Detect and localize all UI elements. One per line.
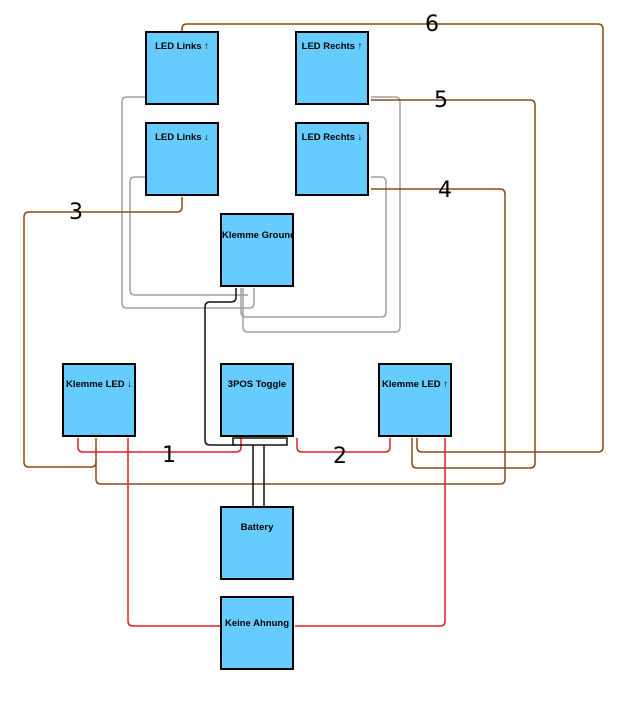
node-label: LED Rechts ↓ xyxy=(301,132,363,143)
wire-brown-4 xyxy=(95,188,506,485)
node-led-links-down[interactable]: LED Links ↓ xyxy=(145,122,219,196)
node-led-links-up[interactable]: LED Links ↑ xyxy=(145,31,219,105)
wire-label-2: 2 xyxy=(333,444,347,469)
node-label: Keine Ahnung xyxy=(224,618,290,629)
node-label: 3POS Toggle xyxy=(227,379,287,390)
node-label: Klemme LED ↓ xyxy=(66,379,132,390)
wire-label-4: 4 xyxy=(438,178,452,203)
wire-label-5: 5 xyxy=(434,88,448,113)
wire-red-2 xyxy=(296,438,391,453)
black-wires xyxy=(204,288,288,506)
node-battery[interactable]: Battery xyxy=(220,506,294,580)
wire-red-1 xyxy=(77,438,242,453)
node-klemme-ground[interactable]: Klemme Ground xyxy=(220,213,294,287)
wire-gray-led-links-up xyxy=(121,96,255,309)
node-led-rechts-up[interactable]: LED Rechts ↑ xyxy=(295,31,369,105)
node-label: Klemme LED ↑ xyxy=(382,379,448,390)
wire-gray-led-rechts-up xyxy=(242,96,401,333)
wire-gray-led-rechts-down xyxy=(240,176,387,318)
node-led-rechts-down[interactable]: LED Rechts ↓ xyxy=(295,122,369,196)
wire-red-keine-right xyxy=(295,438,446,627)
node-label: Klemme Ground xyxy=(222,230,294,241)
wire-label-1: 1 xyxy=(162,443,176,468)
node-label: LED Rechts ↑ xyxy=(301,41,363,52)
brown-wires xyxy=(23,23,604,485)
node-klemme-led-down[interactable]: Klemme LED ↓ xyxy=(62,363,136,437)
wire-brown-5 xyxy=(371,99,536,469)
node-keine-ahnung[interactable]: Keine Ahnung xyxy=(220,596,294,670)
node-klemme-led-up[interactable]: Klemme LED ↑ xyxy=(378,363,452,437)
node-3pos-toggle[interactable]: 3POS Toggle xyxy=(220,363,294,437)
wire-gray-led-links-down xyxy=(129,176,248,296)
gray-wires xyxy=(121,96,401,333)
node-label: LED Links ↓ xyxy=(155,132,209,143)
node-label: Battery xyxy=(240,522,274,533)
wire-label-3: 3 xyxy=(69,200,83,225)
node-label: LED Links ↑ xyxy=(155,41,209,52)
wire-black-ground-toggle xyxy=(204,288,237,446)
red-wires xyxy=(77,438,446,627)
wire-brown-3 xyxy=(23,197,183,468)
toggle-terminal-block xyxy=(232,437,288,446)
wire-brown-6 xyxy=(181,23,604,453)
wire-red-keine-left xyxy=(127,438,221,627)
wire-label-6: 6 xyxy=(425,12,439,37)
